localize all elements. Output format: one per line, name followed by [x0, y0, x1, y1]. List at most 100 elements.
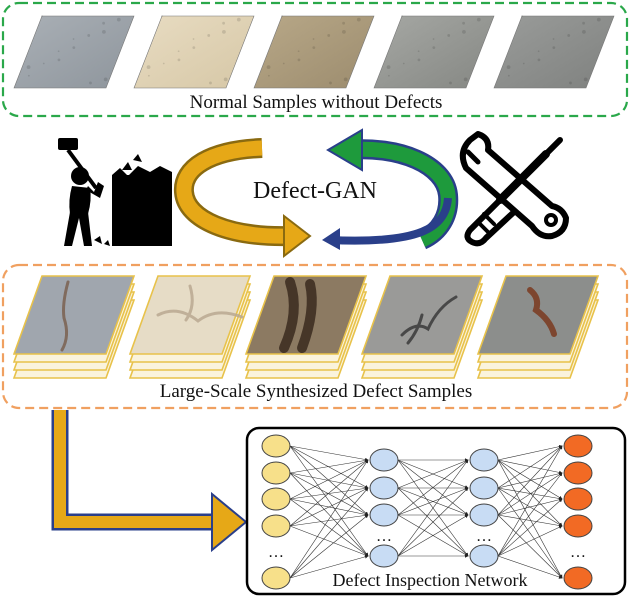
network-edge: [397, 459, 469, 557]
hidden-1-node: [369, 544, 399, 568]
normal-sample-4-texture-speck: [432, 38, 435, 40]
normal-sample-5-texture-speck: [506, 65, 511, 70]
output-node: [563, 461, 593, 485]
network-edge: [397, 487, 469, 516]
normal-samples-frame: [1, 1, 629, 118]
defect-sample-3-defect-mark: [279, 277, 317, 353]
normal-sample-4-texture-speck: [432, 46, 436, 50]
gan-yellow-arrowhead: [283, 213, 312, 259]
network-edge: [497, 459, 563, 500]
normal-sample-1-texture-speck: [102, 21, 105, 25]
normal-sample-4-texture-speck: [387, 74, 390, 77]
network-edge: [497, 514, 563, 528]
normal-sample-2-texture-speck: [177, 58, 181, 62]
network-edge: [397, 459, 469, 489]
normal-sample-4-texture-speck: [476, 17, 481, 22]
normal-sample-2-texture-speck: [177, 50, 180, 53]
network-edge: [289, 445, 369, 489]
normal-sample-5-texture-speck: [537, 50, 540, 53]
network-edge: [289, 472, 369, 557]
normal-sample-4: [373, 15, 495, 89]
normal-sample-3-texture-speck: [343, 77, 348, 82]
network-edge: [497, 459, 563, 579]
network-edge: [497, 514, 563, 579]
defect-sample-1-defect-mark: [60, 280, 70, 352]
network-edge: [397, 514, 469, 557]
flow-arrow-to-network: [51, 410, 248, 553]
network-edge: [497, 444, 563, 461]
network-edge: [497, 459, 563, 527]
normal-sample-3-texture-speck: [312, 46, 316, 50]
normal-sample-5-texture-speck: [552, 46, 556, 50]
defect-sample-2-defect-mark: [156, 284, 244, 323]
network-edge: [397, 459, 469, 516]
network-edge: [497, 487, 563, 501]
gan-cycle: Defect-GAN: [173, 128, 459, 259]
input-node: [261, 434, 291, 458]
normal-sample-1-texture-speck: [57, 50, 60, 53]
normal-sample-3-texture-speck: [342, 21, 345, 25]
network-frame: [245, 426, 627, 596]
normal-sample-1-texture-speck: [27, 74, 30, 77]
normal-samples-label: Normal Samples without Defects: [190, 92, 443, 113]
network-edge: [497, 445, 563, 489]
normal-sample-5: [493, 15, 615, 89]
defect-sample-5-defect-mark: [527, 287, 557, 337]
network-edge: [497, 555, 563, 579]
normal-sample-4-texture-speck: [417, 58, 421, 62]
defect-sample-1: [12, 275, 136, 355]
gan-yellow-arc: [176, 140, 293, 244]
normal-sample-5-texture-speck: [537, 58, 541, 62]
network-edge: [397, 487, 469, 557]
normal-sample-4-texture-speck: [463, 77, 468, 82]
normal-sample-1-texture-speck: [26, 65, 31, 70]
defect-sample-4-defect-mark: [400, 295, 458, 345]
hidden-2-node: [469, 503, 499, 527]
hidden-layer-2-ellipsis: …: [476, 528, 492, 545]
network-edge: [289, 445, 369, 557]
normal-sample-2-texture-speck: [146, 65, 151, 70]
network-edge: [289, 445, 369, 462]
network-edge: [289, 472, 369, 516]
normal-sample-3-texture-speck: [312, 38, 315, 40]
network-edge: [497, 497, 563, 516]
normal-sample-2-texture-speck: [236, 17, 241, 22]
network-edge: [289, 486, 369, 500]
normal-sample-1-texture-speck: [72, 38, 75, 40]
network-edge: [497, 472, 563, 516]
normal-sample-1-texture-speck: [87, 34, 91, 37]
network-edge: [289, 459, 369, 579]
normal-sample-4-texture-speck: [417, 50, 420, 53]
normal-sample-5-texture-speck: [582, 29, 586, 34]
hidden-layer-1-ellipsis: …: [376, 528, 392, 545]
normal-sample-3-texture-speck: [266, 65, 271, 70]
network-nodes: [261, 434, 593, 590]
normal-sample-4-texture-speck: [402, 62, 405, 65]
gan-blue-tip: [322, 228, 340, 250]
normal-sample-2-texture-speck: [147, 74, 150, 77]
normal-sample-4-texture-speck: [462, 29, 466, 34]
gan-blue-arc: [329, 197, 452, 245]
normal-sample-4-texture-speck: [386, 65, 391, 70]
network-edge: [289, 514, 369, 579]
normal-sample-3-texture-speck: [297, 50, 300, 53]
normal-sample-4-texture-speck: [462, 21, 465, 25]
gan-green-arrowhead: [326, 128, 363, 172]
normal-sample-2-texture-speck: [161, 15, 163, 17]
normal-sample-1-texture-speck: [42, 62, 45, 65]
normal-sample-1-texture-speck: [116, 17, 121, 22]
normal-sample-5-texture-speck: [596, 17, 601, 22]
output-node: [563, 487, 593, 511]
hidden-1-node: [369, 448, 399, 472]
network-edge: [289, 555, 369, 579]
normal-sample-2-texture-speck: [162, 62, 165, 65]
output-node: [563, 566, 593, 590]
network-edge: [289, 525, 369, 557]
normal-sample-5-texture-speck: [569, 81, 572, 85]
normal-sample-2-texture-speck: [223, 77, 228, 82]
network-edge: [497, 498, 563, 557]
network-edge: [289, 458, 369, 474]
network-edge: [497, 487, 563, 579]
network-edge: [497, 445, 563, 516]
input-node: [261, 514, 291, 538]
